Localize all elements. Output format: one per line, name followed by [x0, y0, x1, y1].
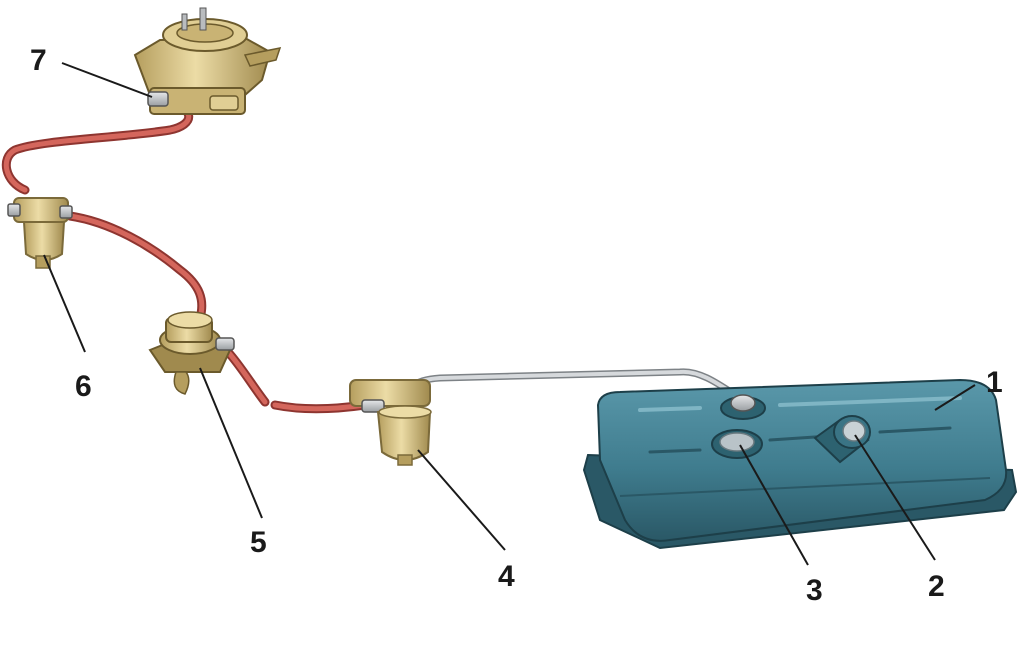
leader-2 [854, 434, 936, 561]
callout-6: 6 [75, 370, 92, 403]
leader-6 [43, 254, 86, 353]
tank-outlet-fitting [720, 394, 766, 420]
carburetor [133, 7, 282, 115]
callout-7: 7 [30, 44, 47, 77]
fine-fuel-filter [7, 197, 73, 269]
leader-1 [934, 384, 976, 411]
callout-5: 5 [250, 526, 267, 559]
callout-3: 3 [806, 574, 823, 607]
fuel-lines [1, 99, 744, 414]
callout-4: 4 [498, 560, 515, 593]
callout-1: 1 [986, 366, 1003, 399]
coarse-fuel-filter [349, 379, 432, 466]
rubber-hose-fine-filter-to-pump [65, 211, 207, 323]
fuel-pump [148, 311, 235, 395]
leader-4 [417, 449, 506, 551]
filler-neck-cap [813, 415, 871, 464]
leader-7 [61, 62, 153, 98]
callout-labels: 1 2 3 4 5 6 7 [30, 44, 1003, 607]
fuel-tank [582, 378, 1018, 550]
fuel-level-sender [711, 429, 763, 459]
leader-3 [739, 444, 809, 566]
callout-2: 2 [928, 570, 945, 603]
leader-5 [199, 367, 263, 519]
leader-lines [43, 62, 976, 566]
